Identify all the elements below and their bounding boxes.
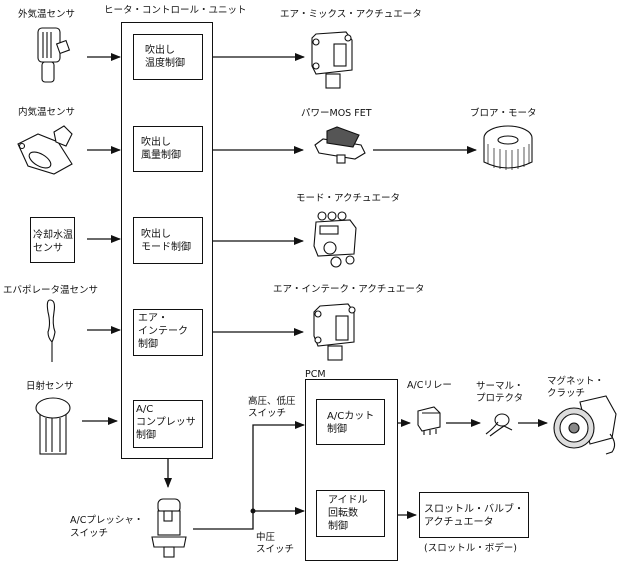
pressure-switch-label: A/Cプレッシャ・ スイッチ [70,515,144,539]
idle-control-label: アイドル 回転数 制御 [328,495,368,532]
airmix-actuator-icon [311,31,353,89]
mid-switch-label: 中圧 スイッチ [256,532,295,555]
sensor-ambient-label: 外気温センサ [18,9,76,20]
output-intakeact-label: エア・インテーク・アクチュエータ [273,284,425,295]
control-intake-label: エア・ インテーク 制御 [138,313,188,350]
ac-pressure-switch-icon [151,498,187,558]
thermal-protector-icon [485,413,513,437]
control-mode-box [133,217,203,264]
sensor-evap-label: エバポレータ温センサ [3,285,99,296]
magnet-clutch-compressor-icon [553,395,617,455]
blower-motor-icon [483,125,533,170]
output-modeact-label: モード・アクチュエータ [296,193,401,204]
ac-cut-box [316,399,385,445]
solar-sensor-icon [35,397,71,455]
line-pressure-switch [193,421,305,530]
control-mode-label: 吹出し モード制御 [141,229,191,253]
mode-actuator-icon [313,211,357,268]
control-compressor-label: A/C コンプレッサ 制御 [136,404,196,441]
thermal-protector-label: サーマル・ プロテクタ [476,381,524,404]
junction-dot [250,508,256,514]
control-temp-box [133,34,203,80]
evaporator-sensor-icon [46,299,56,362]
idle-control-box [316,490,385,537]
ambient-sensor-icon [37,27,71,83]
control-temp-label: 吹出し 温度制御 [145,45,185,69]
magnet-clutch-label: マグネット・ クラッチ [547,376,605,399]
throttle-actuator-box [419,492,529,538]
cabin-sensor-icon [17,125,73,175]
control-fan-label: 吹出し 風量制御 [141,137,181,161]
ac-relay-icon [417,406,441,435]
control-intake-box [133,309,203,356]
power-mos-fet-icon [314,126,366,164]
hcu-title: ヒータ・コントロール・ユニット [104,5,247,16]
ac-relay-label: A/Cリレー [407,380,452,391]
pcm-title: PCM [305,369,326,380]
sensor-coolant-label: 冷却水温 センサ [33,230,73,254]
intake-actuator-icon [313,303,356,361]
output-powermos-label: パワーMOS FET [301,108,372,119]
control-fan-box [133,126,203,172]
ac-cut-label: A/Cカット 制御 [327,411,375,435]
control-compressor-box [133,400,203,448]
sensor-coolant-box [30,217,75,263]
sensor-solar-label: 日射センサ [26,381,74,392]
throttle-body-note: (スロットル・ボデー) [424,543,517,554]
sensor-cabin-label: 内気温センサ [18,107,76,118]
high-low-switch-label: 高圧、低圧 スイッチ [248,396,296,419]
output-airmix-label: エア・ミックス・アクチュエータ [280,9,422,20]
throttle-actuator-label: スロットル・バルブ・ アクチュエータ [424,504,524,528]
output-blower-label: ブロア・モータ [470,108,537,119]
